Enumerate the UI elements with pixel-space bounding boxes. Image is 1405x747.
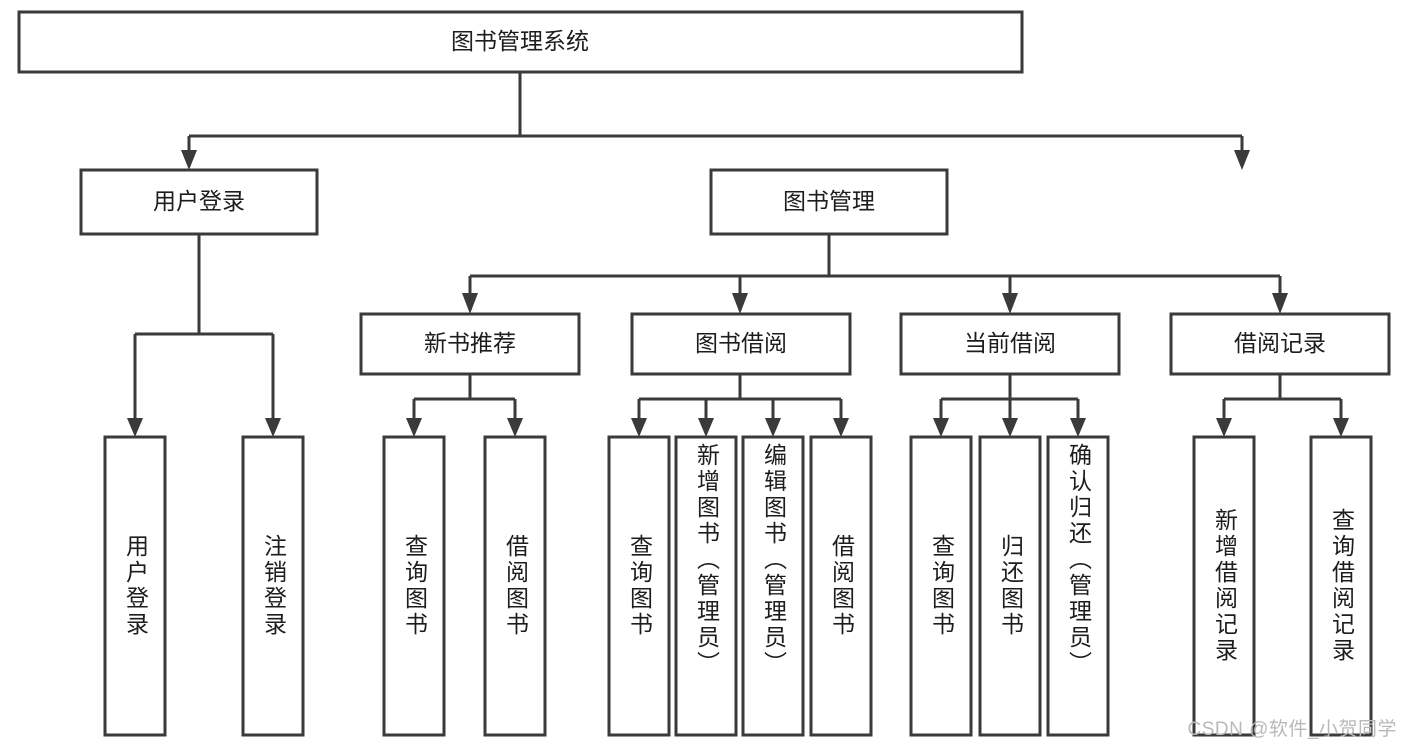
node-book-borrow[interactable]: 图书借阅 (630, 312, 852, 376)
node-current-borrow-label: 当前借阅 (964, 330, 1056, 356)
node-book-borrow-label: 图书借阅 (695, 330, 787, 356)
node-leaf-add-book[interactable] (674, 435, 738, 737)
connector-newbook-to-leaves (406, 374, 523, 437)
node-leaf-query-book-3[interactable] (909, 435, 973, 737)
node-leaf-borrow-book-2[interactable] (809, 435, 873, 737)
node-new-book-recommend[interactable]: 新书推荐 (359, 312, 581, 376)
node-borrow-record-label: 借阅记录 (1234, 330, 1326, 356)
csdn-watermark: CSDN @软件_小贺同学 (1187, 719, 1397, 740)
node-current-borrow[interactable]: 当前借阅 (899, 312, 1121, 376)
node-leaf-logout-login[interactable] (241, 435, 305, 737)
connector-userlogin-to-leaves (127, 234, 281, 437)
node-leaf-borrow-book-1[interactable] (483, 435, 547, 737)
node-leaf-query-book-2[interactable] (607, 435, 671, 737)
node-leaf-user-login[interactable] (103, 435, 167, 737)
node-book-management-label: 图书管理 (783, 188, 875, 214)
node-leaf-query-record[interactable] (1309, 435, 1373, 737)
connector-root-to-level2 (181, 72, 1250, 170)
node-new-book-recommend-label: 新书推荐 (424, 330, 516, 356)
node-leaf-return-book[interactable] (978, 435, 1042, 737)
node-leaf-add-record[interactable] (1192, 435, 1256, 737)
node-leaf-query-book-1[interactable] (382, 435, 446, 737)
connector-currentborrow-to-leaves (933, 374, 1086, 437)
node-root-label: 图书管理系统 (451, 28, 589, 54)
node-borrow-record[interactable]: 借阅记录 (1169, 312, 1391, 376)
node-root[interactable]: 图书管理系统 (17, 10, 1024, 74)
node-user-login-label: 用户登录 (153, 188, 245, 214)
connector-borrowrecord-to-leaves (1216, 374, 1349, 437)
node-leaf-edit-book[interactable] (741, 435, 805, 737)
node-book-management[interactable]: 图书管理 (709, 168, 949, 236)
node-user-login[interactable]: 用户登录 (79, 168, 319, 236)
node-leaf-confirm-return[interactable] (1046, 435, 1110, 737)
connector-bookmanagement-to-level3 (462, 233, 1288, 314)
connector-bookborrow-to-leaves (631, 374, 849, 437)
